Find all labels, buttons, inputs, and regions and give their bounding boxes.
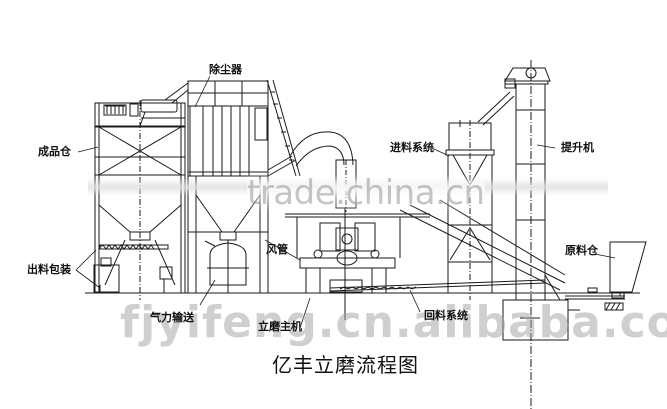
dust-collector-drawing <box>164 79 301 293</box>
product-silo-drawing <box>85 99 186 300</box>
label-feeding-system: 进料系统 <box>390 141 434 154</box>
label-pneumatic-conveying: 气力输送 <box>150 311 194 324</box>
diagram-title: 亿丰立磨流程图 <box>272 353 419 377</box>
label-dust-collector: 除尘器 <box>209 63 242 76</box>
watermark-band <box>88 178 608 196</box>
raw-material-silo-drawing <box>565 241 647 311</box>
label-discharge-packing: 出料包装 <box>27 263 71 276</box>
label-product-silo: 成品仓 <box>38 145 71 158</box>
label-bucket-elevator: 提升机 <box>561 141 594 154</box>
feeding-system-drawing <box>445 91 515 300</box>
bucket-elevator-drawing <box>502 60 569 409</box>
label-vertical-mill-main: 立磨主机 <box>258 320 302 333</box>
label-raw-material-silo: 原料仓 <box>565 244 598 257</box>
label-air-duct: 风管 <box>266 243 288 256</box>
air-duct-drawing <box>267 131 357 212</box>
vertical-mill-drawing <box>285 208 430 320</box>
label-leader-lines <box>75 75 616 329</box>
label-return-material-system: 回料系统 <box>424 309 468 322</box>
